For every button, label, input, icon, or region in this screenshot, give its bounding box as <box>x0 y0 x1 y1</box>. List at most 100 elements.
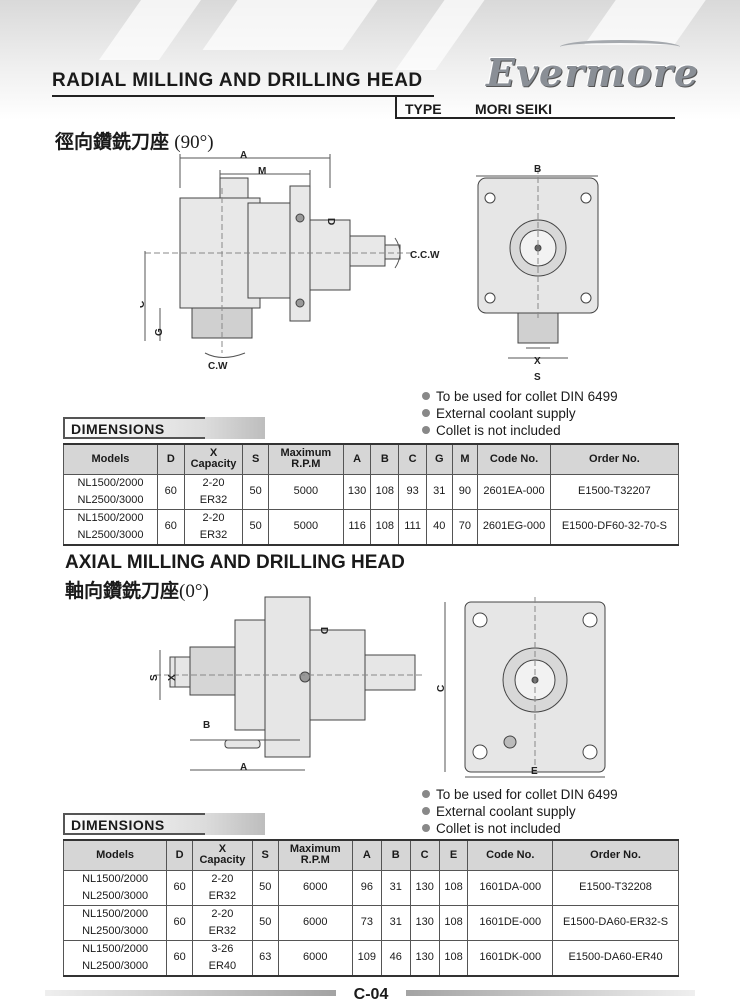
cell-d: 60 <box>166 904 193 941</box>
col-s: S <box>251 839 279 871</box>
cell-b: 31 <box>380 904 411 941</box>
col-c: C <box>398 443 427 475</box>
radial-label-g: G <box>154 328 165 336</box>
axial-label-d: D <box>318 627 329 634</box>
cell-s: 63 <box>251 939 279 976</box>
col-code: Code No. <box>467 839 554 871</box>
radial-label-cw: C.W <box>208 361 228 372</box>
axial-note-1: To be used for collet DIN 6499 <box>422 786 618 803</box>
title-rule <box>52 95 434 97</box>
cell-a: 130 <box>342 473 372 510</box>
cell-a: 116 <box>342 508 372 545</box>
model-line-2: NL2500/3000 <box>77 528 144 541</box>
model-line-2: NL2500/3000 <box>82 959 149 972</box>
col-a: A <box>342 443 372 475</box>
col-m: M <box>451 443 479 475</box>
cell-rpm: 6000 <box>277 904 353 941</box>
model-line-1: NL1500/2000 <box>82 907 149 920</box>
cell-b: 46 <box>380 939 411 976</box>
cell-code: 2601EG-000 <box>477 508 551 545</box>
cell-a: 96 <box>351 869 382 906</box>
brand-swoosh <box>560 40 680 54</box>
cell-c: 93 <box>398 473 427 510</box>
radial-note-3: Collet is not included <box>422 422 618 439</box>
col-x-bottom: Capacity <box>199 854 246 867</box>
cell-s: 50 <box>242 508 269 545</box>
cell-order: E1500-DF60-32-70-S <box>549 508 680 545</box>
col-d: D <box>166 839 193 871</box>
cell-order: E1500-DA60-ER40 <box>552 939 679 976</box>
cell-d: 60 <box>166 869 193 906</box>
col-order: Order No. <box>549 443 680 475</box>
col-a: A <box>351 839 382 871</box>
col-rpm-top: Maximum <box>289 843 341 856</box>
radial-label-a: A <box>240 150 247 161</box>
radial-label-ccw: C.C.W <box>410 250 440 261</box>
axial-notes: To be used for collet DIN 6499 External … <box>422 786 618 837</box>
cell-code: 1601DA-000 <box>467 869 554 906</box>
model-line-2: NL2500/3000 <box>82 889 149 902</box>
cell-c: 130 <box>409 939 440 976</box>
radial-angle: (90°) <box>174 132 214 153</box>
cell-b: 108 <box>370 508 400 545</box>
cell-c: 111 <box>398 508 427 545</box>
radial-label-b: B <box>534 164 541 175</box>
model-line-1: NL1500/2000 <box>77 511 144 524</box>
radial-side-drawing: A M D C G C.W C.C.W <box>140 150 440 372</box>
cell-s: 50 <box>251 904 279 941</box>
cell-e: 108 <box>438 904 469 941</box>
radial-label-c: C <box>140 301 147 308</box>
axial-cn-title: 軸向鑽銑刀座(0°) <box>65 576 209 603</box>
radial-notes: To be used for collet DIN 6499 External … <box>422 388 618 439</box>
col-b: B <box>370 443 400 475</box>
col-x-top: X <box>209 447 218 460</box>
radial-front-drawing: B X S <box>476 164 599 383</box>
axial-en-title: AXIAL MILLING AND DRILLING HEAD <box>65 552 405 573</box>
col-models: Models <box>62 839 168 871</box>
col-rpm-top: Maximum <box>280 447 332 460</box>
col-order: Order No. <box>552 839 679 871</box>
cell-d: 60 <box>166 939 193 976</box>
radial-note-2: External coolant supply <box>422 405 618 422</box>
cell-a: 73 <box>351 904 382 941</box>
x-range: 2-20 <box>211 872 234 885</box>
cell-g: 31 <box>425 473 453 510</box>
axial-label-s: S <box>149 674 160 681</box>
page-number: C-04 <box>336 986 406 1006</box>
axial-front-drawing: C E <box>436 597 606 778</box>
model-line-2: NL2500/3000 <box>77 493 144 506</box>
axial-note-2: External coolant supply <box>422 803 618 820</box>
col-c: C <box>409 839 440 871</box>
cell-b: 108 <box>370 473 400 510</box>
x-collet: ER32 <box>208 924 237 937</box>
axial-side-drawing: D S X B A <box>149 596 425 773</box>
radial-label-m: M <box>258 166 266 177</box>
axial-label-a: A <box>240 762 247 773</box>
col-g: G <box>425 443 453 475</box>
col-rpm-bottom: R.P.M <box>300 854 330 867</box>
radial-cn-title: 徑向鑽銑刀座 (90°) <box>55 127 214 154</box>
radial-note-1: To be used for collet DIN 6499 <box>422 388 618 405</box>
page-title: RADIAL MILLING AND DRILLING HEAD <box>52 70 423 91</box>
radial-cn-text: 徑向鑽銑刀座 <box>55 132 170 153</box>
axial-cn-text: 軸向鑽銑刀座 <box>65 581 180 602</box>
cell-order: E1500-T32207 <box>549 473 680 510</box>
col-b: B <box>380 839 411 871</box>
cell-b: 31 <box>380 869 411 906</box>
axial-label-x: X <box>167 674 178 681</box>
x-range: 3-26 <box>211 942 234 955</box>
x-collet: ER32 <box>199 493 228 506</box>
